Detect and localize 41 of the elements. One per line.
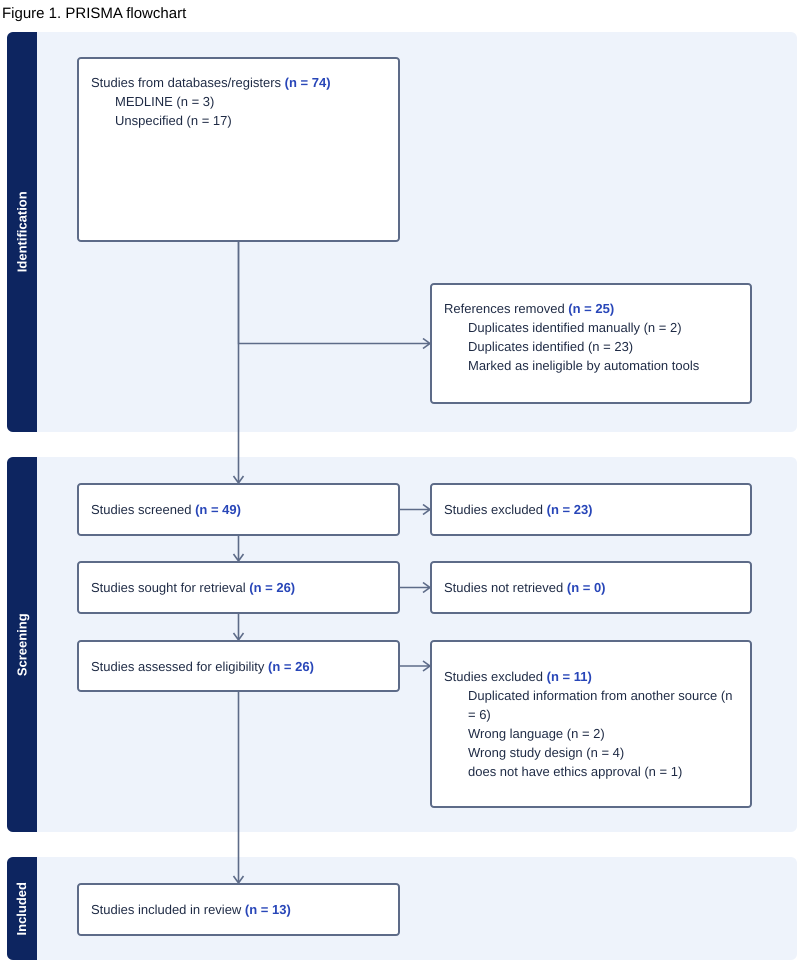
box-heading: Studies excluded (n = 23) [444,501,594,519]
box-detail: Duplicates identified manually (n = 2) [467,319,683,337]
box-detail: Unspecified (n = 17) [114,112,233,130]
process-box [430,483,752,536]
arrow [232,536,244,562]
stage-band [7,457,797,832]
figure-title: Figure 1. PRISMA flowchart [2,4,186,24]
stage-label: Screening [13,613,30,676]
box-heading: Studies assessed for eligibility (n = 26) [91,658,315,676]
process-box [430,283,752,404]
stage-label: Included [13,882,30,936]
box-detail: Marked as ineligible by automation tools [467,357,700,375]
process-box [430,561,752,614]
arrow [400,582,431,594]
process-box [77,561,400,614]
process-box [77,883,400,936]
box-detail: MEDLINE (n = 3) [114,93,216,111]
process-box [77,57,400,242]
process-box [77,640,400,692]
process-box [77,483,400,536]
box-heading: Studies not retrieved (n = 0) [444,579,607,597]
arrow [238,242,431,350]
arrow [232,692,244,884]
box-detail: Duplicated information from another source (n = 6) [467,687,734,724]
arrow [400,660,431,672]
arrow [400,504,431,516]
box-detail: does not have ethics approval (n = 1) [467,763,684,781]
box-heading: Studies included in review (n = 13) [91,901,292,919]
process-box [430,640,752,808]
box-detail: Wrong language (n = 2) [467,725,606,743]
stage-label: Identification [13,192,30,272]
box-detail: Wrong study design (n = 4) [467,744,626,762]
box-heading: Studies sought for retrieval (n = 26) [91,579,296,597]
box-heading: References removed (n = 25) [444,300,616,318]
box-detail: Duplicates identified (n = 23) [467,338,634,356]
stage-band [7,857,797,960]
stage-band [7,32,797,432]
box-heading: Studies excluded (n = 11) [444,668,593,686]
box-heading: Studies screened (n = 49) [91,501,242,519]
arrow [232,614,244,641]
box-heading: Studies from databases/registers (n = 74) [91,74,332,92]
